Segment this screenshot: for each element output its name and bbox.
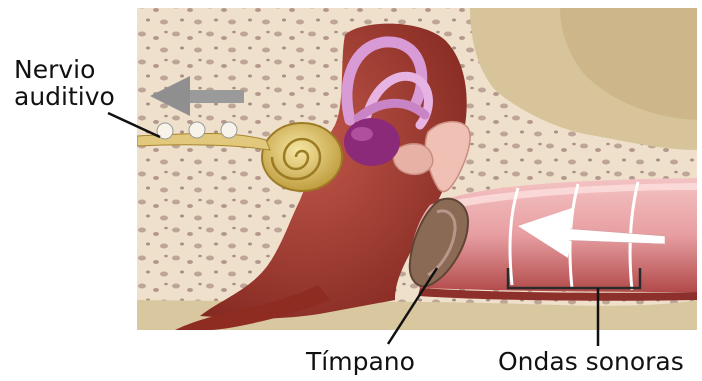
auditory-nerve-label-line1: Nervio xyxy=(14,56,115,83)
nerve-signal-dot xyxy=(189,122,205,138)
cochlea xyxy=(262,123,342,191)
auditory-nerve-label: Nervio auditivo xyxy=(14,56,115,110)
vestibule xyxy=(344,118,400,166)
auditory-nerve-label-line2: auditivo xyxy=(14,83,115,110)
eardrum-label: Tímpano xyxy=(306,348,415,375)
sound-waves-label: Ondas sonoras xyxy=(498,348,684,375)
nerve-signal-dot xyxy=(221,122,237,138)
